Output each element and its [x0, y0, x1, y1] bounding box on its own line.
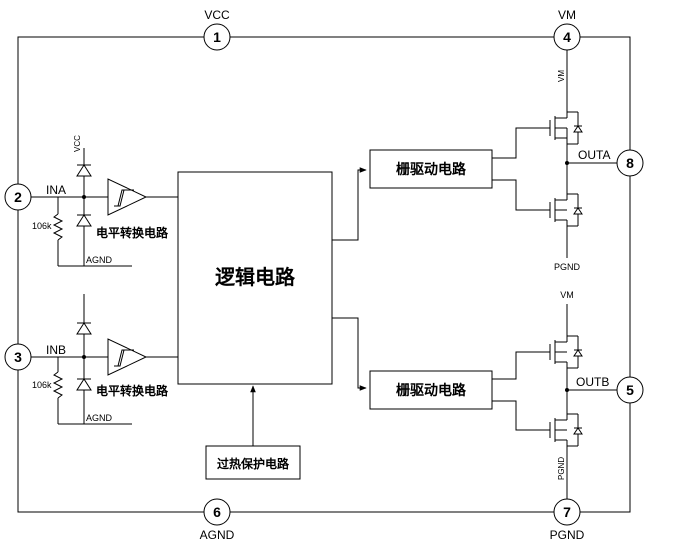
pin-8-number: 8 — [626, 155, 634, 171]
pgnd-a-label: PGND — [554, 262, 581, 272]
pin-4-vm: 4 VM — [553, 8, 581, 51]
mosfet-low-b-icon — [549, 390, 583, 499]
vm-b-label: VM — [560, 290, 574, 300]
pin-2-number: 2 — [14, 189, 22, 205]
h-bridge-a: VM OUTA — [549, 50, 617, 272]
gate-driver-b-block: 栅驱动电路 — [369, 370, 493, 410]
logic-block-label: 逻辑电路 — [215, 265, 296, 289]
input-stage-b: 106k AGND 电平转换电路 — [31, 294, 178, 425]
pin-5-number: 5 — [626, 382, 634, 398]
gate-driver-b-label: 栅驱动电路 — [396, 382, 467, 399]
mosfet-high-b-icon — [549, 335, 583, 390]
resistor-b-label: 106k — [32, 380, 52, 390]
schmitt-buffer-b-icon — [107, 338, 148, 376]
level-shift-a-label: 电平转换电路 — [96, 225, 169, 240]
resistor-a-icon — [52, 213, 64, 241]
agnd-a-label: AGND — [86, 255, 113, 265]
vm-a-label: VM — [557, 70, 566, 82]
schmitt-buffer-a-icon — [107, 178, 148, 216]
pin-1-number: 1 — [213, 29, 221, 45]
pin-8-label: OUTA — [578, 148, 610, 162]
gate-driver-a-label: 栅驱动电路 — [396, 161, 467, 178]
pin-1-vcc: 1 VCC — [203, 8, 231, 51]
mosfet-low-a-icon — [549, 163, 583, 258]
pin-2-ina: 2 INA — [4, 183, 66, 211]
pin-8-outa: 8 — [616, 149, 644, 177]
pin-7-pgnd: 7 PGND — [550, 498, 585, 542]
clamp-diode-lower-a — [76, 214, 92, 227]
pin-7-label: PGND — [550, 528, 585, 542]
thermal-protection-block: 过热保护电路 — [205, 445, 301, 480]
clamp-diode-upper-b — [76, 322, 92, 335]
thermal-protection-label: 过热保护电路 — [217, 456, 290, 471]
clamp-diode-upper-a — [76, 164, 92, 177]
pin-7-number: 7 — [563, 504, 571, 520]
resistor-a-label: 106k — [32, 221, 52, 231]
mosfet-high-a-icon — [549, 110, 583, 163]
pin-3-label: INB — [46, 343, 66, 357]
level-shift-b-label: 电平转换电路 — [96, 383, 169, 398]
clamp-diode-lower-b — [76, 378, 92, 391]
pgnd-b-label: PGND — [557, 457, 566, 480]
pin-1-label: VCC — [204, 8, 230, 22]
gate-driver-a-block: 栅驱动电路 — [369, 149, 493, 189]
pin-3-number: 3 — [14, 349, 22, 365]
logic-block: 逻辑电路 — [177, 171, 333, 385]
agnd-b-label: AGND — [86, 413, 113, 423]
h-bridge-b: VM OUTB — [549, 290, 617, 499]
chip-outline — [17, 36, 631, 513]
pin-6-label: AGND — [200, 528, 235, 542]
resistor-b-icon — [52, 371, 64, 399]
pin-3-inb: 3 INB — [4, 343, 66, 371]
vcc-small-label: VCC — [73, 135, 82, 152]
pin-5-outb: 5 — [616, 376, 644, 404]
pin-2-label: INA — [46, 183, 66, 197]
pin-5-label: OUTB — [576, 375, 609, 389]
pin-4-label: VM — [558, 8, 576, 22]
pin-4-number: 4 — [563, 29, 571, 45]
pin-6-number: 6 — [213, 504, 221, 520]
input-stage-a: VCC 106k AGND 电平转换电路 — [31, 135, 178, 267]
pin-6-agnd: 6 AGND — [200, 498, 235, 542]
